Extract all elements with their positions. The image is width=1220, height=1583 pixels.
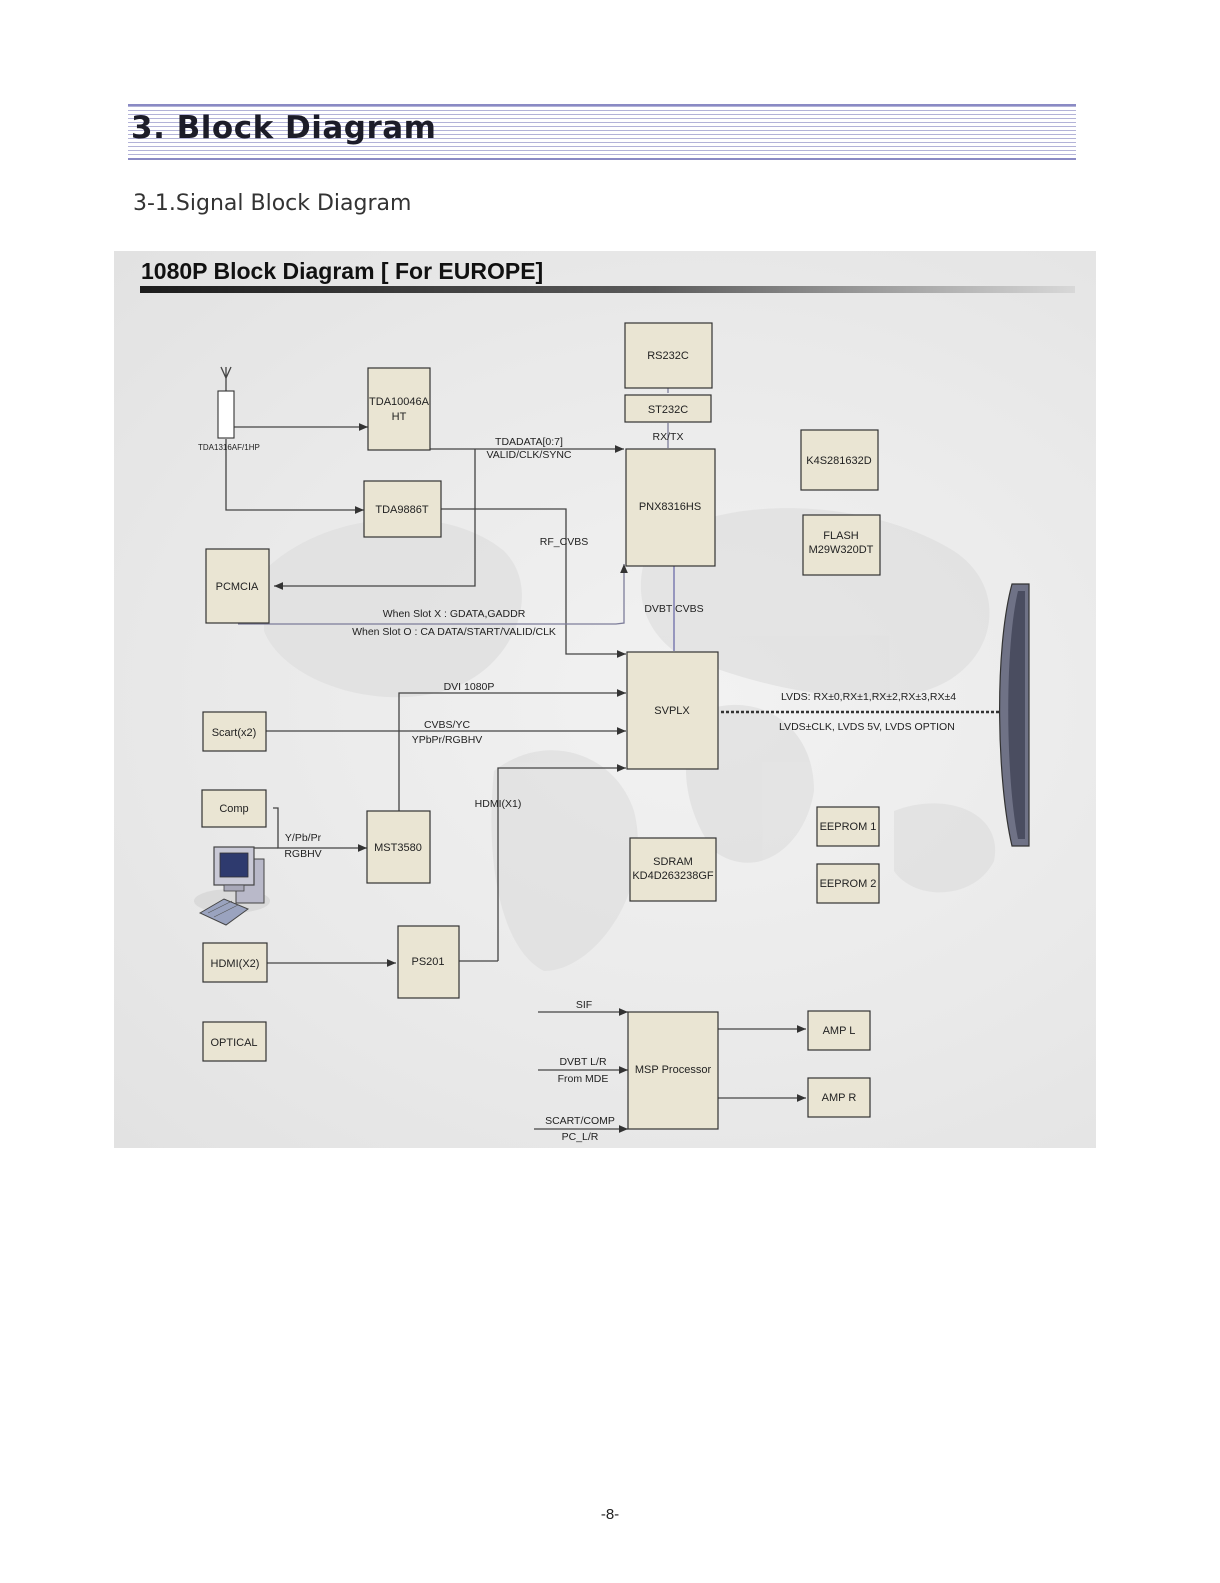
world-map-background <box>264 508 996 971</box>
block-tda9886t <box>363 480 442 538</box>
computer-icon <box>194 846 270 926</box>
label-tuner: TDA1316AF/1HP <box>198 443 260 452</box>
section-title: 3. Block Diagram <box>131 110 437 146</box>
label-tda10046a-2: HT <box>392 411 407 423</box>
label-sdram-2: KD4D263238GF <box>632 870 714 882</box>
label-rf-cvbs: RF_CVBS <box>540 536 588 548</box>
block-msp-processor <box>627 1011 719 1130</box>
label-eeprom1: EEPROM 1 <box>820 821 877 833</box>
label-k4s281632d: K4S281632D <box>806 455 871 467</box>
block-amp-l <box>807 1010 871 1051</box>
label-amp-l: AMP L <box>823 1025 856 1037</box>
section-header-bar <box>128 104 1076 160</box>
block-svplx <box>626 651 719 770</box>
label-dvbt-lr-2: From MDE <box>558 1073 609 1085</box>
label-cvbs-2: YPbPr/RGBHV <box>412 734 483 746</box>
label-slot-o: When Slot O : CA DATA/START/VALID/CLK <box>352 626 556 638</box>
block-comp <box>201 789 267 828</box>
label-rxtx: RX/TX <box>653 431 684 443</box>
label-lvds-2: LVDS±CLK, LVDS 5V, LVDS OPTION <box>779 721 955 733</box>
title-rule <box>140 286 1075 293</box>
block-ps201 <box>397 925 460 999</box>
block-flash <box>802 514 881 576</box>
block-diagram: 1080P Block Diagram [ For EUROPE] <box>114 251 1096 1148</box>
label-scart-comp-1: SCART/COMP <box>545 1115 615 1127</box>
block-pnx8316hs <box>625 448 716 567</box>
label-tda9886t: TDA9886T <box>375 504 428 516</box>
label-hdmi-x2: HDMI(X2) <box>211 958 260 970</box>
label-flash-1: FLASH <box>823 530 859 542</box>
blocks <box>201 322 881 1130</box>
label-lvds-1: LVDS: RX±0,RX±1,RX±2,RX±3,RX±4 <box>781 691 956 703</box>
label-scart-comp-2: PC_L/R <box>562 1131 599 1143</box>
block-optical <box>202 1021 267 1062</box>
label-tdadata-1: TDADATA[0:7] <box>495 436 563 448</box>
label-mst3580: MST3580 <box>374 842 422 854</box>
block-scart <box>202 711 267 752</box>
label-tdadata-2: VALID/CLK/SYNC <box>487 449 572 461</box>
block-sdram <box>629 837 717 902</box>
label-optical: OPTICAL <box>210 1037 257 1049</box>
label-slot-x: When Slot X : GDATA,GADDR <box>383 608 526 620</box>
block-st232c <box>624 394 712 423</box>
diagram-title: 1080P Block Diagram [ For EUROPE] <box>141 258 543 284</box>
label-rs232c: RS232C <box>647 350 689 362</box>
section-subtitle: 3-1.Signal Block Diagram <box>133 191 412 216</box>
label-comp: Comp <box>219 803 248 815</box>
block-k4s281632d <box>800 429 879 491</box>
label-amp-r: AMP R <box>822 1092 857 1104</box>
label-dvbt-lr-1: DVBT L/R <box>559 1056 606 1068</box>
block-eeprom2 <box>816 863 880 904</box>
block-rs232c <box>624 322 713 389</box>
block-labels: RS232C ST232C TDA10046A HT TDA9886T PCMC… <box>210 350 876 1104</box>
label-cvbs-1: CVBS/YC <box>424 719 471 731</box>
signal-labels: TDA1316AF/1HP RX/TX TDADATA[0:7] VALID/C… <box>198 431 956 1143</box>
block-pcmcia <box>205 548 270 624</box>
label-ypbpr-1: Y/Pb/Pr <box>285 832 322 844</box>
block-amp-r <box>807 1077 871 1118</box>
label-flash-2: M29W320DT <box>809 544 874 556</box>
connections <box>220 366 999 1133</box>
label-pnx8316hs: PNX8316HS <box>639 501 701 513</box>
page-number: -8- <box>600 1506 620 1523</box>
label-hdmi-x1: HDMI(X1) <box>475 798 522 810</box>
label-tda10046a-1: TDA10046A <box>369 396 430 408</box>
label-svplx: SVPLX <box>654 705 690 717</box>
label-ypbpr-2: RGBHV <box>284 848 321 860</box>
label-eeprom2: EEPROM 2 <box>820 878 877 890</box>
label-dvi: DVI 1080P <box>444 681 495 693</box>
block-mst3580 <box>366 810 431 884</box>
label-sdram-1: SDRAM <box>653 856 693 868</box>
label-scart: Scart(x2) <box>212 727 257 739</box>
tuner-icon <box>217 390 235 439</box>
label-st232c: ST232C <box>648 404 688 416</box>
block-diagram-svg: 1080P Block Diagram [ For EUROPE] <box>140 258 1075 1143</box>
label-ps201: PS201 <box>411 956 444 968</box>
block-hdmi-x2 <box>202 942 268 983</box>
block-tda10046a <box>367 367 431 451</box>
label-sif: SIF <box>576 999 592 1011</box>
label-msp-processor: MSP Processor <box>635 1064 712 1076</box>
label-dvbt-cvbs: DVBT CVBS <box>644 603 703 615</box>
tv-panel-icon <box>999 583 1030 847</box>
label-pcmcia: PCMCIA <box>216 581 259 593</box>
block-eeprom1 <box>816 806 880 847</box>
